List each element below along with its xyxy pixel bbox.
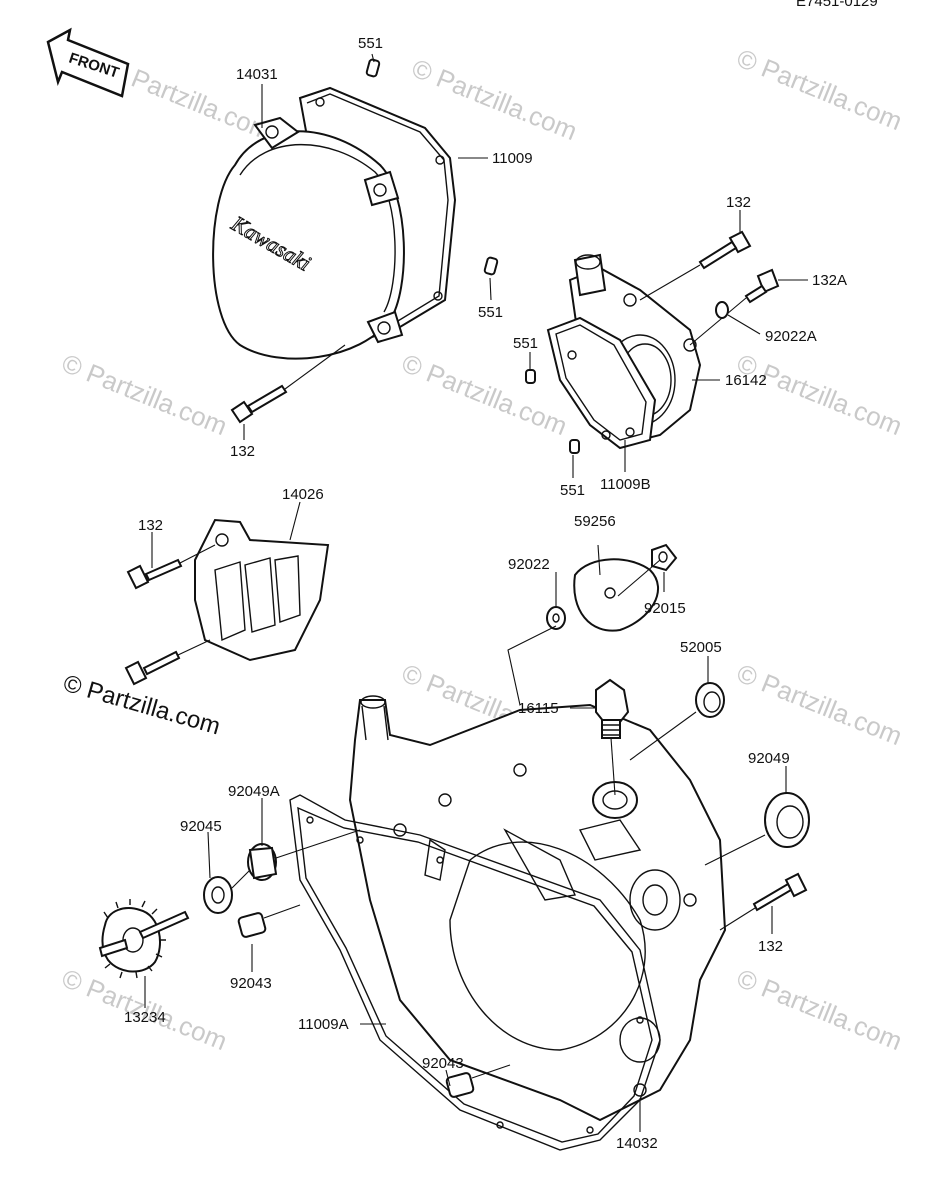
leader-impeller xyxy=(507,625,557,706)
label-132: 132 xyxy=(138,517,163,534)
sprocket-cover-14026 xyxy=(194,518,330,662)
label-11009B: 11009B xyxy=(600,476,651,493)
label-132A: 132A xyxy=(812,272,847,289)
washer-92022 xyxy=(546,606,566,630)
seal-52005 xyxy=(629,682,725,761)
label-92043: 92043 xyxy=(422,1055,464,1072)
label-14026: 14026 xyxy=(282,486,324,503)
label-132: 132 xyxy=(726,194,751,211)
dowel-92043-b xyxy=(445,1064,511,1098)
dowel-551-a xyxy=(365,58,381,78)
label-551: 551 xyxy=(478,304,503,321)
part-labels: 14031 551 11009 551 132 132 132A 92022A … xyxy=(124,35,847,1152)
label-59256: 59256 xyxy=(574,513,616,530)
dowel-551-c xyxy=(525,369,536,384)
label-132: 132 xyxy=(758,938,783,955)
bolt-132-c xyxy=(126,544,216,590)
bearing-92049A xyxy=(247,843,278,881)
bolt-132A xyxy=(689,268,780,346)
cover-14031: Kawasaki xyxy=(212,86,457,360)
front-arrow: FRONT xyxy=(46,27,130,98)
impeller-59256 xyxy=(573,544,660,632)
bolt-132-a xyxy=(230,344,346,424)
label-551: 551 xyxy=(513,335,538,352)
watermark: © Partzilla.com xyxy=(733,658,907,751)
watermark: © Partzilla.com xyxy=(408,53,582,146)
label-92022: 92022 xyxy=(508,556,550,573)
label-132: 132 xyxy=(230,443,255,460)
diagram-code: E7451-0129 xyxy=(796,0,878,10)
bolt-sprocket-lower xyxy=(124,639,211,686)
watermark: © Partzilla.com xyxy=(58,348,232,441)
label-92049A: 92049A xyxy=(228,783,280,800)
gasket-11009B xyxy=(546,316,657,450)
dowel-551-b xyxy=(483,256,499,276)
label-13234: 13234 xyxy=(124,1009,166,1026)
leader-shaft xyxy=(231,829,361,889)
label-16115: 16115 xyxy=(518,700,559,717)
label-16142: 16142 xyxy=(725,372,767,389)
label-14032: 14032 xyxy=(616,1135,658,1152)
label-92043: 92043 xyxy=(230,975,272,992)
clutch-cover-14032 xyxy=(348,695,727,1122)
seal-92049 xyxy=(704,792,810,866)
watermark: © Partzilla.com xyxy=(398,348,572,441)
watermark: © Partzilla.com xyxy=(733,43,907,136)
label-11009: 11009 xyxy=(492,150,533,167)
gear-shaft-13234 xyxy=(98,899,190,979)
label-92049: 92049 xyxy=(748,750,790,767)
label-92022A: 92022A xyxy=(765,328,817,345)
washer-92022A xyxy=(715,301,729,319)
label-92045: 92045 xyxy=(180,818,222,835)
dowel-551-d xyxy=(569,439,580,454)
label-52005: 52005 xyxy=(680,639,722,656)
oil-cap-16115 xyxy=(595,678,630,796)
bearing-92045 xyxy=(203,876,233,914)
label-551: 551 xyxy=(560,482,585,499)
bolt-132-d xyxy=(719,872,808,931)
dowel-92043-a xyxy=(237,904,301,938)
label-92015: 92015 xyxy=(644,600,686,617)
watermark: © Partzilla.com xyxy=(733,963,907,1056)
watermark: © Partzilla.com xyxy=(733,348,907,441)
label-leaders xyxy=(144,53,808,1132)
nut-92015 xyxy=(651,543,678,572)
leader-nut xyxy=(617,559,661,597)
label-11009A: 11009A xyxy=(298,1016,349,1033)
bolt-132-b xyxy=(639,230,752,301)
label-14031: 14031 xyxy=(236,66,278,83)
label-551: 551 xyxy=(358,35,383,52)
